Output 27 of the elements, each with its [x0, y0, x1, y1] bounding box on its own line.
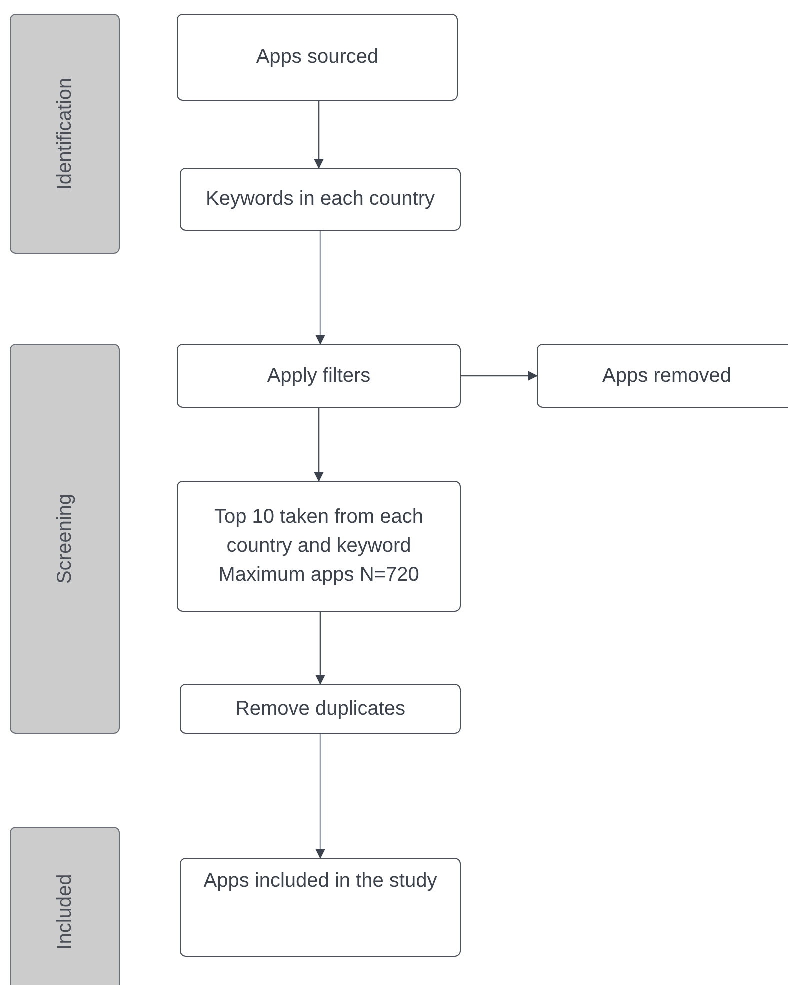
phase-band: [10, 827, 120, 985]
box-text: Apps sourced: [256, 45, 379, 70]
box-text: Top 10 taken from each country and keyword: [213, 505, 424, 559]
box-text: Remove duplicates: [235, 696, 406, 722]
process-box: [177, 14, 458, 101]
box-text: Apps included in the study: [204, 869, 438, 894]
process-box: [180, 684, 461, 734]
process-box: [180, 168, 461, 231]
phase-label: Included: [53, 874, 77, 950]
box-text: Apps removed: [602, 364, 732, 388]
arrow: [316, 231, 326, 345]
phase-band: [10, 344, 120, 734]
arrow: [314, 408, 324, 482]
process-box: [180, 858, 461, 957]
phase-label: Screening: [53, 494, 77, 584]
process-box: [177, 344, 461, 408]
arrow: [316, 612, 326, 685]
process-box: [537, 344, 788, 408]
phase-label: Identification: [53, 78, 77, 190]
box-text: Keywords in each country: [206, 187, 435, 212]
arrow: [314, 101, 324, 169]
process-box: [177, 481, 461, 612]
arrow: [316, 734, 326, 859]
phase-band: [10, 14, 120, 254]
box-text: Maximum apps N=720: [218, 563, 420, 588]
arrow: [461, 371, 538, 381]
box-text: Apply filters: [267, 364, 371, 388]
